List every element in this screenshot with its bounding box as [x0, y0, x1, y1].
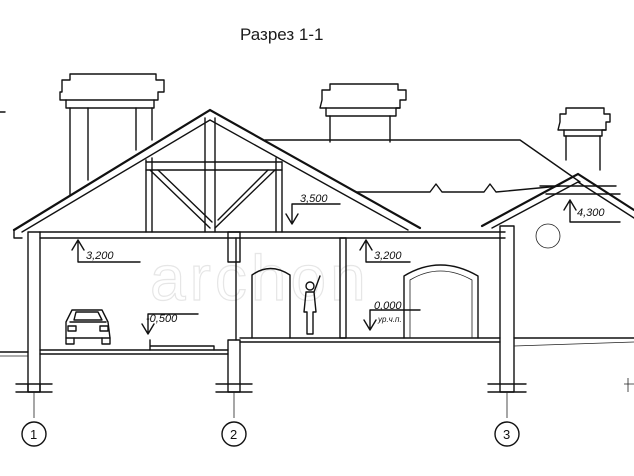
arch-right [403, 264, 479, 339]
wall-axis-2-upper [227, 231, 241, 263]
foundation-axis-3: 3 [487, 383, 527, 447]
level-left-ceiling: 3,200 [71, 239, 141, 263]
drawing-title: Разрез 1-1 [240, 25, 323, 44]
level-zero: 0,000 ур.ч.п. [363, 300, 421, 331]
roof-main [12, 108, 422, 239]
svg-text:0,000: 0,000 [374, 300, 402, 312]
edge-mark-right [624, 378, 634, 392]
svg-text:3,500: 3,500 [300, 193, 328, 205]
chimney-right [557, 107, 611, 171]
car-icon [65, 309, 111, 345]
ceiling-slab [39, 231, 506, 239]
svg-text:ур.ч.п.: ур.ч.п. [377, 315, 402, 324]
level-mid-ceiling: 3,200 [359, 239, 411, 263]
axis-label-3: 3 [503, 427, 510, 442]
foundation-axis-1: 1 [15, 383, 53, 447]
watermark: archon [150, 242, 370, 314]
wall-axis-3 [499, 225, 515, 393]
arch-left [251, 267, 291, 339]
axis-label-1: 1 [30, 427, 37, 442]
chimney-center [319, 83, 407, 143]
arch-right-inner [409, 270, 473, 338]
human-figure [303, 275, 321, 335]
roof-back [264, 139, 581, 193]
roof-right [480, 172, 634, 249]
svg-text:3,200: 3,200 [374, 250, 402, 262]
svg-text:4,300: 4,300 [577, 207, 605, 219]
svg-text:3,200: 3,200 [86, 250, 114, 262]
pit-step [149, 339, 215, 351]
level-pit: -0,500 [141, 313, 199, 335]
level-ridge: 3,500 [285, 193, 341, 225]
level-right-ceiling: 4,300 [563, 199, 621, 223]
foundation-axis-2: 2 [215, 383, 253, 447]
chimney-left [59, 73, 165, 196]
axis-label-2: 2 [230, 427, 237, 442]
floors [0, 337, 634, 357]
wall-axis-1 [27, 231, 41, 393]
svg-text:-0,500: -0,500 [146, 313, 178, 325]
